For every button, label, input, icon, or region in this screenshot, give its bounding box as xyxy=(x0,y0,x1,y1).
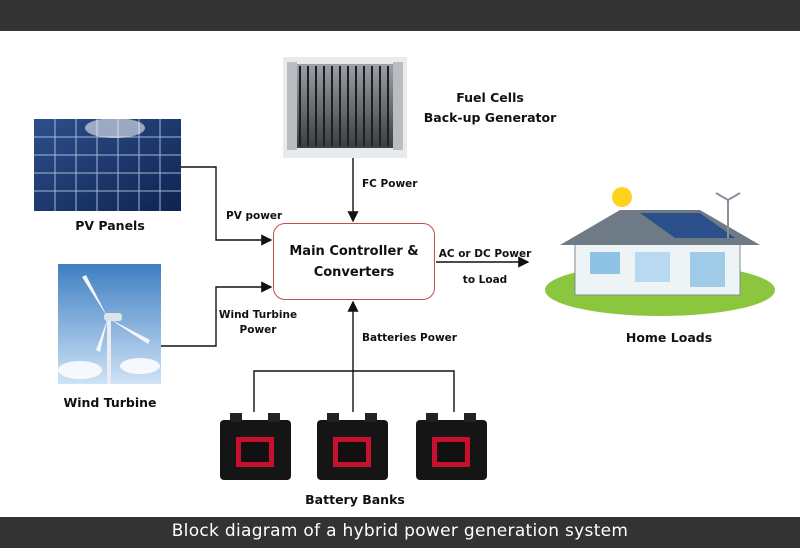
output-line2: to Load xyxy=(462,274,508,286)
wind-power-line2: Power xyxy=(239,324,277,336)
wind-turbine-image xyxy=(58,264,161,384)
battery-bus xyxy=(253,370,455,412)
bottom-frame-bar xyxy=(0,517,800,548)
battery-image-2 xyxy=(317,413,388,480)
wind-wire xyxy=(161,281,273,347)
pv-wire xyxy=(181,166,273,246)
home-image xyxy=(545,187,775,316)
top-frame-bar xyxy=(0,0,800,31)
home-loads-label: Home Loads xyxy=(625,330,713,345)
wind-power-line1: Wind Turbine xyxy=(218,309,298,321)
controller-line1: Main Controller & xyxy=(289,243,419,259)
fc-power-label: FC Power xyxy=(362,178,418,190)
batteries-power-label: Batteries Power xyxy=(362,332,457,344)
battery-banks-label: Battery Banks xyxy=(305,492,405,507)
output-line1: AC or DC Power xyxy=(438,248,532,260)
fuel-cells-line1: Fuel Cells xyxy=(456,90,524,105)
battery-image-1 xyxy=(220,413,291,480)
output-power-label: AC or DC Power to Load xyxy=(436,241,534,293)
wind-turbine-label: Wind Turbine xyxy=(63,395,157,410)
controller-line2: Converters xyxy=(313,264,395,280)
fuel-cell-image xyxy=(283,57,407,158)
main-controller-box: Main Controller & Converters xyxy=(273,223,435,300)
connection-wires xyxy=(161,158,530,412)
pv-power-label: PV power xyxy=(226,210,283,222)
fuel-cells-line2: Back-up Generator xyxy=(423,110,557,125)
pv-panels-image xyxy=(34,118,181,211)
fuel-cells-label: Fuel Cells Back-up Generator xyxy=(420,88,560,128)
figure-caption: Block diagram of a hybrid power generati… xyxy=(171,521,629,541)
battery-image-3 xyxy=(416,413,487,480)
pv-panels-label: PV Panels xyxy=(75,218,145,233)
wind-power-label: Wind Turbine Power xyxy=(218,308,298,338)
